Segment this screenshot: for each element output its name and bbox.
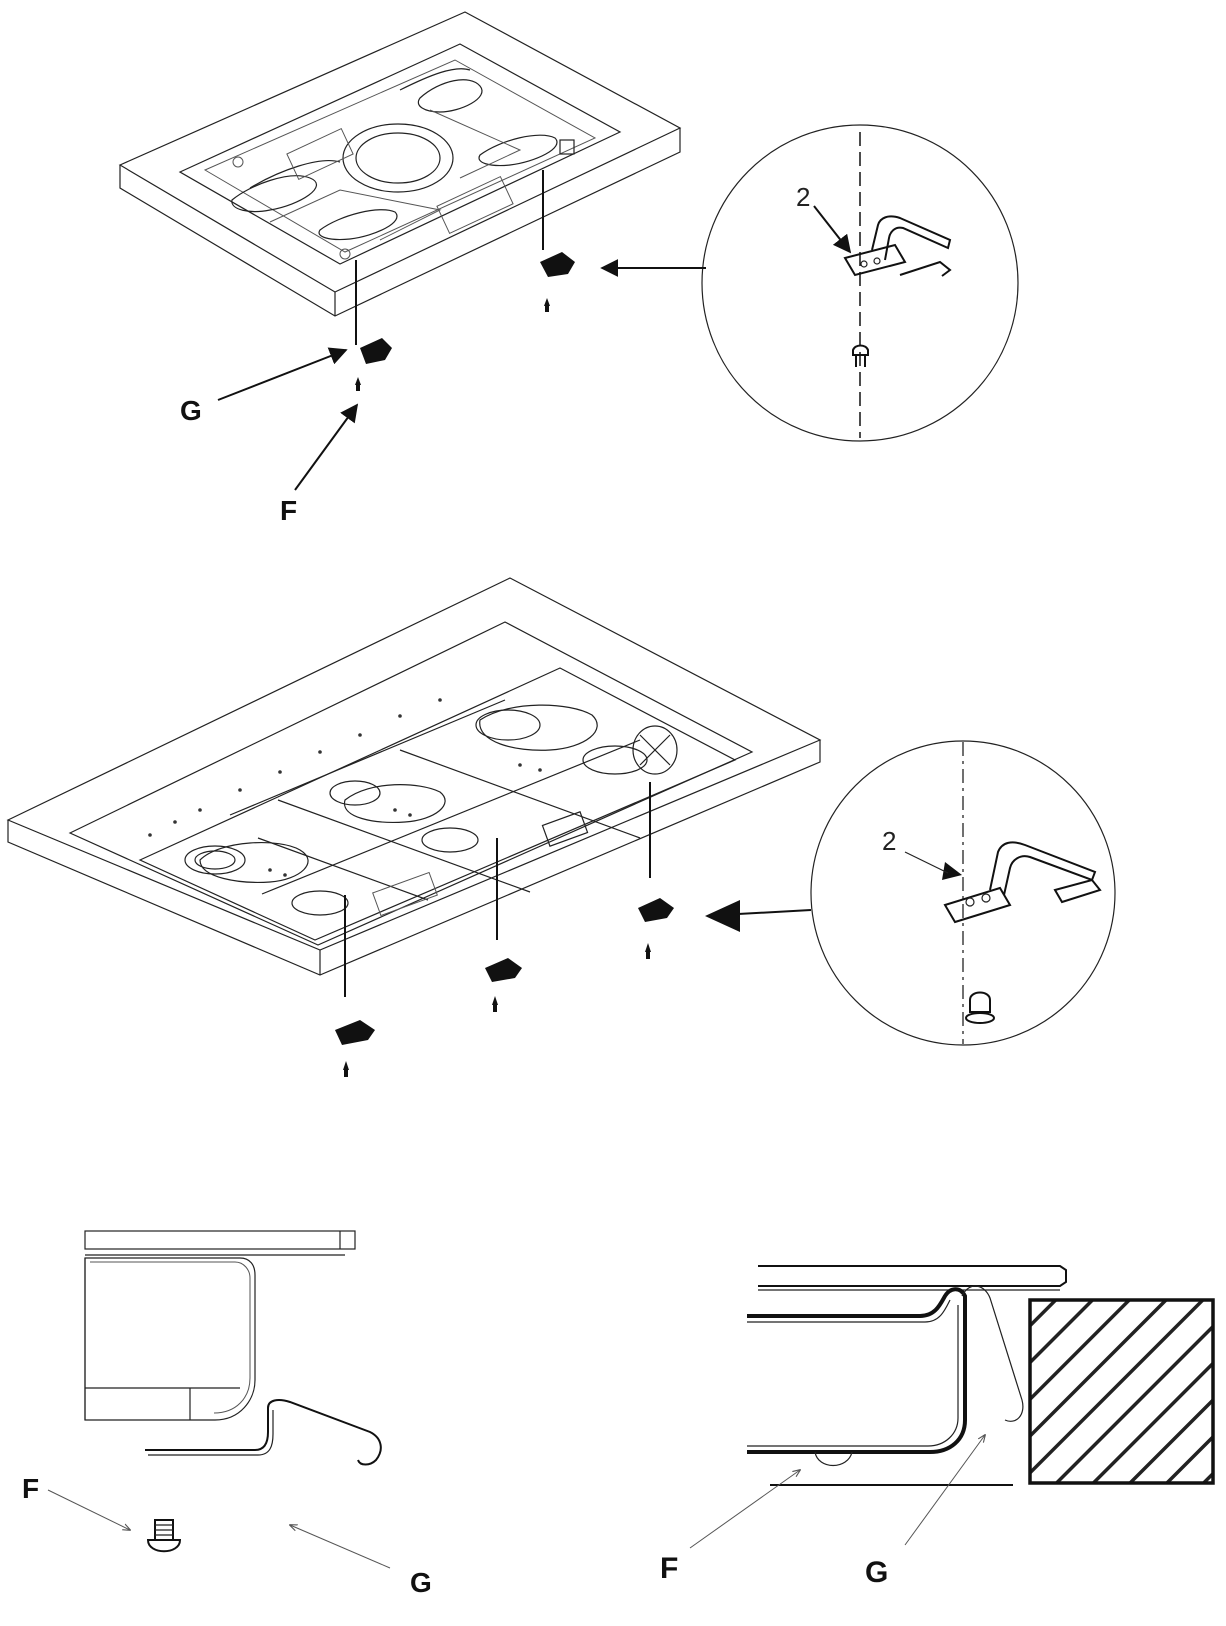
- top-label-f: F: [280, 495, 297, 526]
- top-label-g: G: [180, 395, 202, 426]
- top-detail-label-2: 2: [796, 182, 810, 212]
- bottom-left-section: F G: [22, 1230, 432, 1598]
- bottom-left-label-f: F: [22, 1473, 39, 1504]
- middle-detail-label-2: 2: [882, 826, 896, 856]
- middle-cooktop: [6, 577, 822, 1077]
- middle-detail-circle: 2: [705, 740, 1116, 1046]
- top-detail-circle: 2: [600, 124, 1019, 442]
- top-callouts: G F: [180, 347, 359, 526]
- top-cooktop: [118, 11, 682, 391]
- bottom-right-label-g: G: [865, 1556, 888, 1589]
- bottom-right-label-f: F: [660, 1552, 678, 1585]
- bottom-left-label-g: G: [410, 1567, 432, 1598]
- bottom-right-section: F G: [660, 1265, 1215, 1589]
